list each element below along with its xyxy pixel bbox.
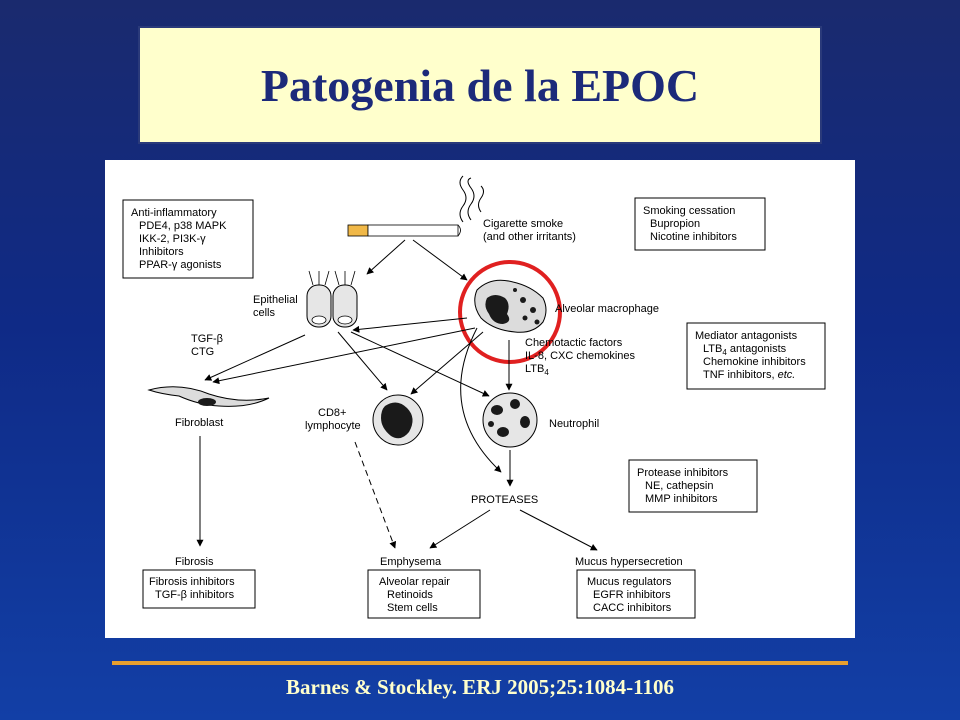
- fibrosis-inhibitors-text: Fibrosis inhibitors: [149, 576, 235, 588]
- cd8-lymphocyte-icon: [372, 394, 424, 446]
- mucus-box: Mucus regulators EGFR inhibitors CACC in…: [576, 569, 696, 619]
- protease-inhibitors-label: Protease inhibitors: [637, 467, 729, 479]
- citation: Barnes & Stockley. ERJ 2005;25:1084-1106: [286, 675, 674, 699]
- alveolar-macrophage-label: Alveolar macrophage: [555, 303, 659, 315]
- emphysema-label: Emphysema: [380, 556, 442, 568]
- anti-inflammatory-label: Anti-inflammatory: [131, 207, 217, 219]
- fibroblast-icon: [147, 386, 270, 407]
- tgf-inhibitors-text: TGF-β inhibitors: [155, 589, 235, 601]
- mediator-antagonists-box: Mediator antagonists LTB4 antagonists Ch…: [686, 322, 826, 390]
- mucus-hypersecretion-label: Mucus hypersecretion: [575, 556, 683, 568]
- egfr-inhibitors-text: EGFR inhibitors: [593, 589, 671, 601]
- tgf-beta-label: TGF-β: [191, 333, 223, 345]
- smoke-icon: [459, 175, 484, 223]
- alveolar-macrophage-icon: [474, 279, 547, 333]
- proteases-label: PROTEASES: [471, 494, 538, 506]
- nicotine-inhibitors-text: Nicotine inhibitors: [650, 231, 737, 243]
- anti-inflammatory-box: Anti-inflammatory PDE4, p38 MAPK IKK-2, …: [122, 199, 254, 279]
- neutrophil-label: Neutrophil: [549, 418, 599, 430]
- fibroblast-label: Fibroblast: [175, 417, 223, 429]
- neutrophil-icon: [482, 392, 538, 448]
- smoking-cessation-label: Smoking cessation: [643, 205, 735, 217]
- mmp-inhibitors-text: MMP inhibitors: [645, 493, 718, 505]
- ctg-label: CTG: [191, 346, 214, 358]
- mediator-antagonists-label: Mediator antagonists: [695, 330, 798, 342]
- mucus-regulators-text: Mucus regulators: [587, 576, 672, 588]
- cigarette-icon: [347, 224, 461, 237]
- epithelial-label: Epithelial: [253, 294, 298, 306]
- pde4-text: PDE4, p38 MAPK: [139, 220, 227, 232]
- tnf-inhibitors-text: TNF inhibitors, etc.: [703, 369, 795, 381]
- cd8-label: CD8+: [318, 407, 346, 419]
- chemotactic-factors-label: Chemotactic factors: [525, 337, 623, 349]
- epithelial-cells-icon: [306, 270, 358, 328]
- chemokine-inhibitors-text: Chemokine inhibitors: [703, 356, 806, 368]
- title-box: Patogenia de la EPOC: [138, 26, 822, 144]
- emphysema-box: Alveolar repair Retinoids Stem cells: [367, 569, 481, 619]
- ltb4-label: LTB4: [525, 363, 549, 377]
- cacc-inhibitors-text: CACC inhibitors: [593, 602, 672, 614]
- ne-cathepsin-text: NE, cathepsin: [645, 480, 713, 492]
- pathogenesis-diagram: Anti-inflammatory PDE4, p38 MAPK IKK-2, …: [105, 160, 855, 638]
- lymphocyte-label: lymphocyte: [305, 420, 361, 432]
- diagram-svg: Anti-inflammatory PDE4, p38 MAPK IKK-2, …: [122, 175, 826, 619]
- il8-label: IL-8, CXC chemokines: [525, 350, 636, 362]
- irritants-label: (and other irritants): [483, 231, 576, 243]
- ltb4-antagonists-text: LTB4 antagonists: [703, 343, 787, 357]
- bupropion-text: Bupropion: [650, 218, 700, 230]
- stem-cells-text: Stem cells: [387, 602, 438, 614]
- alveolar-repair-text: Alveolar repair: [379, 576, 450, 588]
- highlight-circle: [458, 260, 562, 364]
- ppar-text: PPAR-γ agonists: [139, 259, 222, 271]
- smoking-cessation-box: Smoking cessation Bupropion Nicotine inh…: [634, 197, 766, 251]
- retinoids-text: Retinoids: [387, 589, 433, 601]
- cells-label: cells: [253, 307, 276, 319]
- fibrosis-label: Fibrosis: [175, 556, 214, 568]
- divider-rule: [112, 661, 848, 665]
- ikk2-text: IKK-2, PI3K-γ: [139, 233, 206, 245]
- inhibitors-text: Inhibitors: [139, 246, 184, 258]
- cigarette-smoke-label: Cigarette smoke: [483, 218, 563, 230]
- protease-inhibitors-box: Protease inhibitors NE, cathepsin MMP in…: [628, 459, 758, 513]
- fibrosis-inhibitors-box: Fibrosis inhibitors TGF-β inhibitors: [142, 569, 256, 609]
- slide-title: Patogenia de la EPOC: [260, 59, 700, 111]
- arrows: [196, 239, 598, 551]
